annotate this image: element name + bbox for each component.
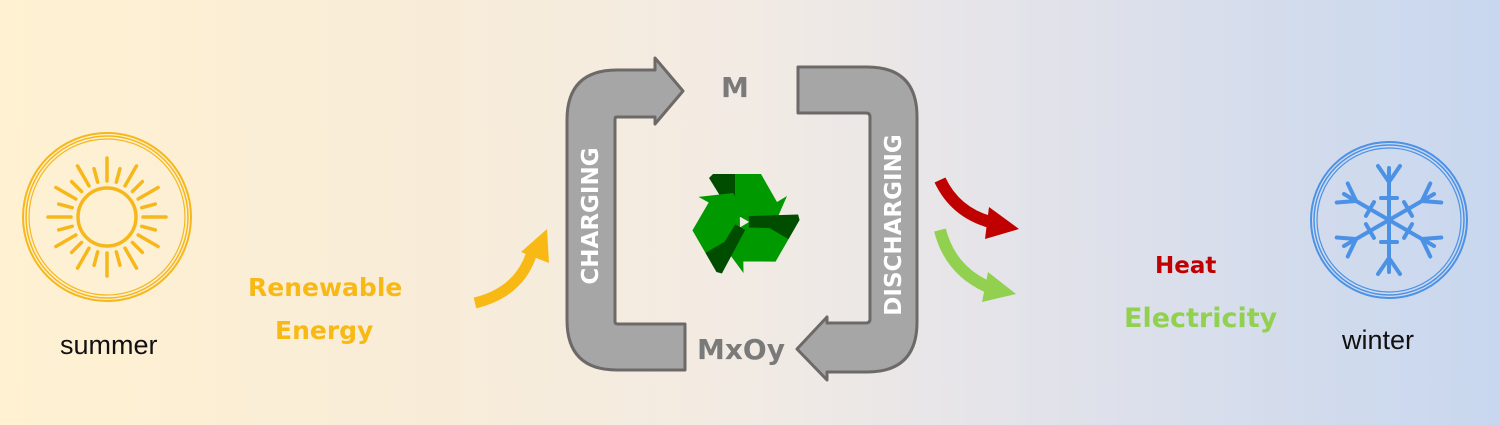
sun-ray	[54, 185, 78, 201]
snowflake-stroke	[1334, 235, 1359, 241]
discharging-arrow	[795, 65, 919, 382]
snowflake-stroke	[1363, 200, 1376, 218]
sun-ray	[123, 164, 139, 188]
snowflake-stroke	[1387, 192, 1437, 222]
sun-icon	[22, 132, 192, 302]
sun-ray	[123, 246, 139, 270]
snowflake-stroke	[1341, 192, 1391, 222]
sun-ray	[56, 202, 74, 210]
snowflake-stroke	[1419, 199, 1444, 205]
snowflake-stroke	[1419, 237, 1433, 259]
snowflake-icon	[1310, 141, 1468, 299]
snowflake-stroke	[1419, 181, 1433, 203]
electricity-arrow	[934, 228, 1016, 302]
electricity-label: Electricity	[1124, 303, 1278, 334]
sun-ray	[75, 246, 91, 270]
charging-label: CHARGING	[578, 147, 604, 285]
snowflake-stroke	[1376, 164, 1391, 184]
sun-ray	[136, 185, 160, 201]
snowflake-stroke	[1376, 256, 1391, 276]
renewable-energy-arrow	[473, 229, 549, 309]
snowflake-stroke	[1363, 222, 1376, 240]
snowflake-stroke	[1345, 237, 1359, 259]
renewable-label-line1: Renewable	[248, 273, 403, 302]
renewable-label-line2: Energy	[275, 316, 374, 345]
recycle-arrow-segment	[692, 193, 751, 274]
sun-ray	[92, 166, 100, 184]
winter-label: winter	[1342, 325, 1415, 355]
heat-arrow	[934, 177, 1019, 239]
sun-ray	[69, 179, 84, 194]
sun-ray	[56, 224, 74, 232]
charging-arrow	[565, 56, 687, 372]
species-m-label: M	[721, 71, 749, 104]
sun-ray	[92, 250, 100, 268]
sun-ray	[114, 250, 122, 268]
summer-label: summer	[60, 330, 158, 360]
snowflake-stroke	[1402, 200, 1415, 218]
snowflake-stroke	[1341, 218, 1391, 248]
sun-ray	[114, 166, 122, 184]
sun-ray	[130, 179, 145, 194]
sun-ray	[140, 202, 158, 210]
sun-ray	[54, 233, 78, 249]
sun-ray	[69, 240, 84, 255]
snowflake-stroke	[1387, 164, 1402, 184]
snowflake-stroke	[1334, 199, 1359, 205]
recycle-icon	[692, 174, 800, 274]
snowflake-stroke	[1387, 256, 1402, 276]
species-mxoy-label: MxOy	[697, 333, 785, 366]
sun-ray	[140, 224, 158, 232]
heat-label: Heat	[1155, 253, 1217, 279]
sun-ray	[130, 240, 145, 255]
snowflake-stroke	[1402, 222, 1415, 240]
sun-ray	[136, 233, 160, 249]
snowflake-stroke	[1387, 218, 1437, 248]
sun-ray	[75, 164, 91, 188]
snowflake-stroke	[1345, 181, 1359, 203]
snowflake-stroke	[1419, 235, 1444, 241]
discharging-label: DISCHARGING	[881, 134, 907, 316]
